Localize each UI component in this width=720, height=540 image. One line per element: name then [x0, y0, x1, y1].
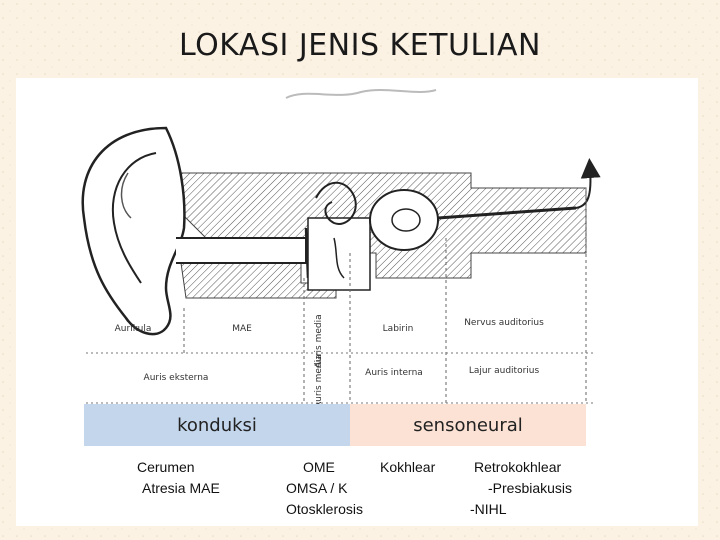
note-otosklerosis: Otosklerosis — [286, 501, 364, 517]
note-omsa-k: OMSA / K — [286, 480, 348, 496]
note-kokhlear: Kokhlear — [380, 459, 436, 475]
auricle-shape — [81, 126, 186, 336]
stapes — [333, 237, 345, 279]
label-auris-interna: Auris interna — [365, 368, 423, 378]
label-lajur-auditorius: Lajur auditorius — [468, 366, 540, 376]
note-presbiakusis: -Presbiakusis — [488, 480, 573, 496]
sensoneural-band: sensoneural — [350, 404, 586, 446]
label-mae: MAE — [232, 324, 252, 334]
note-atresia-mae: Atresia MAE — [142, 480, 220, 496]
slide-title: LOKASI JENIS KETULIAN — [179, 28, 541, 63]
label-auris-media-bottom: Auris media — [314, 354, 324, 408]
ossicles — [315, 181, 357, 225]
faint-scribble — [285, 89, 437, 99]
label-auris-eksterna: Auris eksterna — [143, 373, 209, 383]
note-nihl: -NIHL — [470, 501, 507, 517]
label-nervus-auditorius: Nervus auditorius — [464, 318, 544, 328]
auricle-inner-fold — [111, 152, 157, 284]
row-dividers — [86, 352, 596, 404]
nerve-arrow — [575, 158, 601, 209]
note-retrokokhlear: Retrokokhlear — [474, 459, 562, 475]
cochlea-inner — [391, 208, 421, 232]
middle-ear-cavity — [307, 217, 371, 291]
ear-anatomy-drawing — [81, 89, 601, 404]
ear-canal — [176, 237, 307, 264]
auricle-detail — [120, 172, 132, 219]
konduksi-band: konduksi — [84, 404, 350, 446]
ear-diagram: Aurikula MAE Auris media Labirin Nervus … — [16, 78, 698, 526]
auditory-nerve — [437, 206, 577, 220]
note-cerumen: Cerumen — [137, 459, 195, 475]
note-ome: OME — [303, 459, 335, 475]
label-labirin: Labirin — [382, 324, 414, 334]
section-dividers — [183, 188, 587, 403]
label-aurikula: Aurikula — [114, 324, 152, 334]
